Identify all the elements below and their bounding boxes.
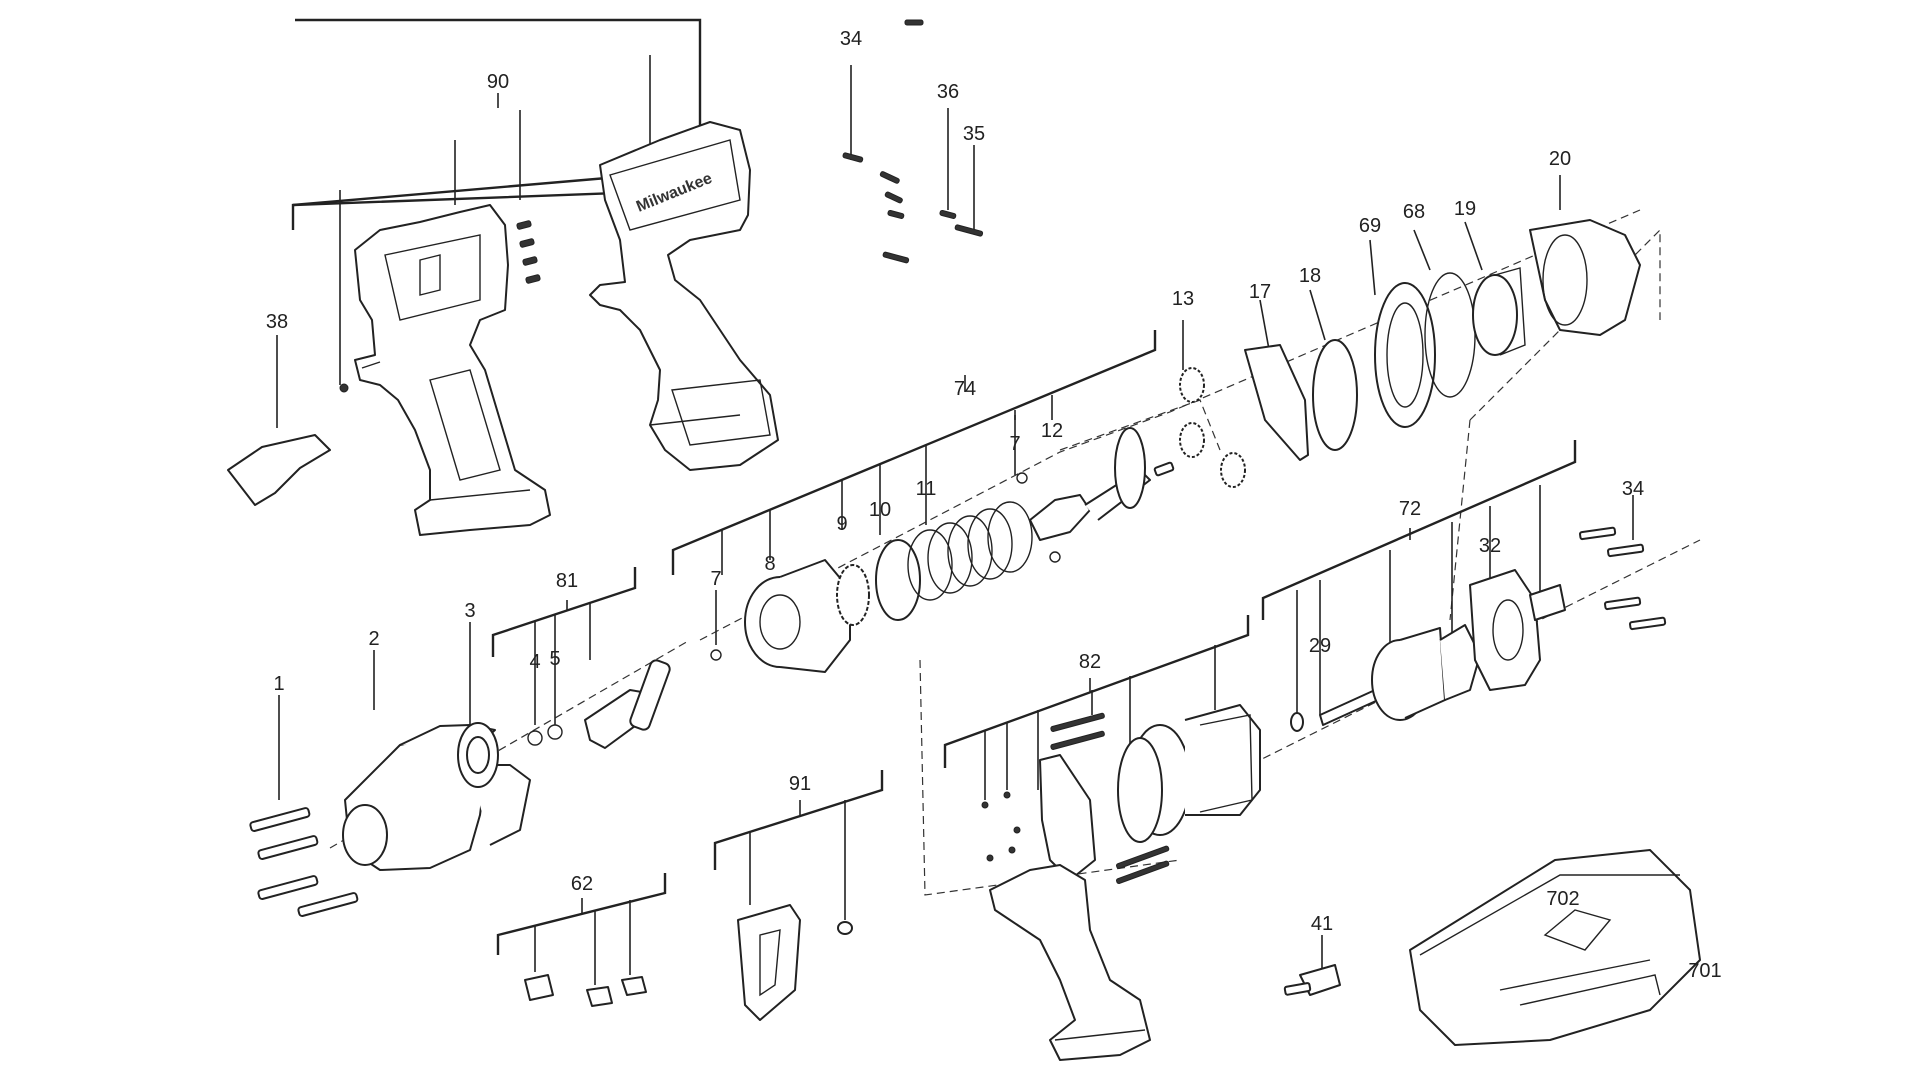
housing-screws-90: [339, 220, 541, 393]
washer-3-hole: [466, 736, 490, 774]
callout-labels: 1 2 3 4 5 7 7 8 9 10 11 12 13 17 18 19 2…: [266, 28, 1722, 982]
gasket-17: [1244, 344, 1309, 461]
anvil-screws: [249, 807, 359, 917]
callout-8: 8: [764, 553, 775, 575]
callout-34-right: 34: [1622, 478, 1644, 500]
leader-lines: [276, 65, 1690, 980]
anvil-81: [584, 659, 671, 749]
belt-clip-91: [737, 904, 853, 1021]
callout-11: 11: [916, 478, 937, 500]
callout-5: 5: [549, 648, 560, 670]
callout-90: 90: [487, 71, 509, 93]
o-ring-5: [547, 724, 563, 740]
group-brackets: [291, 18, 1577, 985]
spindle-12: [1029, 427, 1175, 541]
callout-34-top: 34: [840, 28, 862, 50]
rotor-72: [1319, 624, 1481, 726]
key-41: [1283, 964, 1341, 996]
callout-82: 82: [1079, 651, 1101, 673]
screws-top: [842, 19, 984, 264]
trigger-switch-82: [989, 864, 1151, 1061]
controller-board-82: [1039, 754, 1096, 881]
callout-68: 68: [1403, 201, 1425, 223]
callout-41: 41: [1311, 913, 1333, 935]
planet-gears-13: [1179, 367, 1246, 488]
callout-13: 13: [1172, 288, 1194, 310]
callout-72: 72: [1399, 498, 1421, 520]
o-ring-4: [527, 730, 543, 746]
callout-19: 19: [1454, 198, 1476, 220]
gear-19: [1472, 267, 1526, 356]
callout-62: 62: [571, 873, 593, 895]
callout-36: 36: [937, 81, 959, 103]
callout-702: 702: [1546, 888, 1579, 910]
clips-62: [524, 974, 647, 1007]
screws-34-right: [1579, 526, 1667, 631]
ring-gear-69: [1374, 282, 1436, 428]
callout-17: 17: [1249, 281, 1271, 303]
callout-20: 20: [1549, 148, 1571, 170]
front-cover: [342, 724, 531, 871]
callout-18: 18: [1299, 265, 1321, 287]
callout-69: 69: [1359, 215, 1381, 237]
housing-half-right: Milwaukee: [589, 121, 779, 471]
washer-10: [875, 539, 921, 621]
callout-10: 10: [869, 499, 891, 521]
label-plate: [227, 434, 331, 506]
carry-case-701: [1409, 849, 1701, 1046]
gasket-82: [1117, 737, 1163, 843]
housing-half-left: [354, 204, 551, 536]
gear-case-20: [1529, 219, 1641, 336]
callout-7b: 7: [1009, 433, 1020, 455]
ball-7-upper: [1016, 472, 1028, 484]
ball-7-lower: [710, 649, 722, 661]
bearing-plate-32: [1469, 569, 1541, 691]
sensor-board: [1529, 584, 1566, 621]
callout-9: 9: [836, 513, 847, 535]
o-ring-29: [1290, 712, 1304, 732]
callout-1: 1: [273, 673, 284, 695]
callout-38: 38: [266, 311, 288, 333]
callout-35: 35: [963, 123, 985, 145]
callout-12: 12: [1041, 420, 1063, 442]
callout-2: 2: [368, 628, 379, 650]
callout-7a: 7: [710, 568, 721, 590]
callout-701: 701: [1688, 960, 1721, 982]
callout-32: 32: [1479, 535, 1501, 557]
gear-ring-9: [836, 564, 870, 626]
callout-4: 4: [529, 651, 540, 673]
callout-29: 29: [1309, 635, 1331, 657]
spring-11: [907, 501, 1033, 601]
pins-82: [981, 712, 1170, 884]
ring-gear-69-inner: [1386, 302, 1424, 408]
ball-7-lower-b: [1049, 551, 1061, 563]
callout-3: 3: [464, 600, 475, 622]
callout-74: 74: [954, 378, 976, 400]
hammer-8: [744, 559, 851, 673]
o-ring-18: [1312, 339, 1358, 451]
callout-81: 81: [556, 570, 578, 592]
callout-91: 91: [789, 773, 811, 795]
